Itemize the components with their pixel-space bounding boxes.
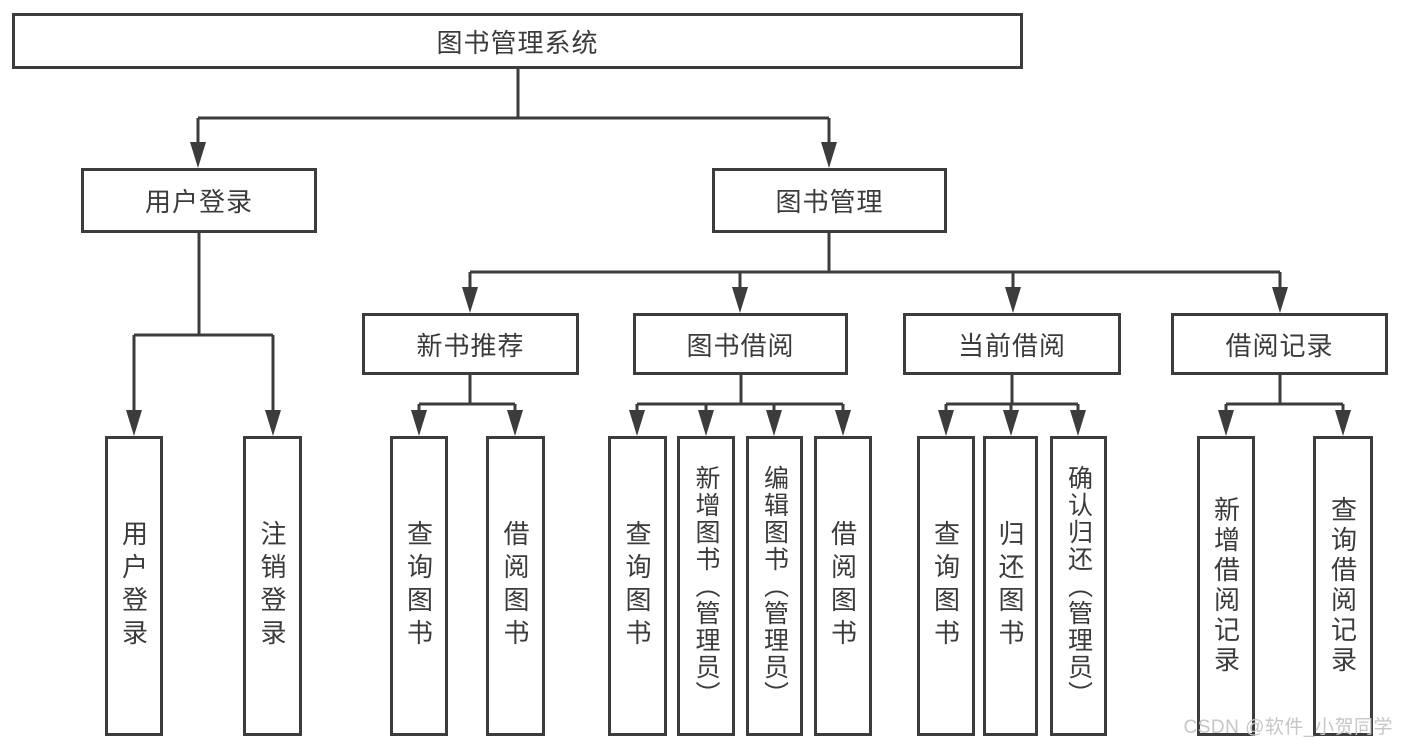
leaf-edit-book-admin: 编辑图书（管理员） (746, 436, 803, 736)
leaf-label: 用户登录 (118, 520, 149, 652)
connector-borrow-record-group (1224, 375, 1345, 418)
leaf-label: 借阅图书 (500, 520, 530, 652)
leaf-query-books-recommend: 查询图书 (390, 436, 448, 736)
arrowheads (126, 142, 1351, 436)
leaf-add-borrow-record: 新增借阅记录 (1197, 436, 1255, 736)
leaf-label: 注销登录 (257, 520, 287, 652)
node-book-borrowing: 图书借阅 (633, 313, 848, 375)
leaf-label: 新增借阅记录 (1210, 496, 1241, 676)
leaf-query-borrow-record: 查询借阅记录 (1313, 436, 1373, 736)
node-new-book-recommend: 新书推荐 (362, 313, 579, 375)
root-node-library-management-system: 图书管理系统 (12, 13, 1023, 69)
node-borrowing-records: 借阅记录 (1171, 313, 1388, 375)
leaf-label: 新增图书（管理员） (692, 464, 720, 708)
node-label: 图书借阅 (686, 330, 795, 361)
leaf-query-books-borrowing: 查询图书 (608, 436, 667, 736)
node-label: 图书管理 (775, 187, 884, 217)
leaf-logout: 注销登录 (243, 436, 302, 736)
leaf-return-book: 归还图书 (983, 436, 1038, 736)
node-current-borrowing: 当前借阅 (903, 313, 1121, 375)
leaf-label: 借阅图书 (827, 520, 858, 652)
node-user-login: 用户登录 (81, 168, 317, 233)
leaf-label: 查询图书 (622, 520, 652, 652)
node-label: 用户登录 (144, 187, 253, 217)
node-book-management: 图书管理 (712, 168, 947, 233)
connector-user-login-group (132, 233, 275, 418)
leaf-borrow-books-recommend: 借阅图书 (486, 436, 545, 736)
node-label: 借阅记录 (1225, 330, 1334, 361)
csdn-watermark: CSDN @软件_小贺同学 (1183, 717, 1393, 738)
connector-book-mgmt-group (468, 233, 1282, 295)
leaf-label: 归还图书 (995, 520, 1025, 652)
connector-root-to-level2 (196, 69, 831, 150)
leaf-label: 查询图书 (930, 520, 961, 652)
leaf-label: 查询借阅记录 (1327, 496, 1358, 676)
leaf-label: 确认归还（管理员） (1064, 464, 1093, 708)
leaf-confirm-return-admin: 确认归还（管理员） (1050, 436, 1107, 736)
leaf-user-login: 用户登录 (105, 436, 163, 736)
connector-new-book-group (417, 375, 517, 418)
leaf-borrow-books-borrowing: 借阅图书 (814, 436, 872, 736)
leaf-label: 查询图书 (403, 520, 434, 652)
leaf-label: 编辑图书（管理员） (760, 464, 789, 708)
leaf-query-books-current: 查询图书 (917, 436, 975, 736)
node-label: 新书推荐 (416, 330, 525, 361)
leaf-add-book-admin: 新增图书（管理员） (677, 436, 735, 736)
node-label: 当前借阅 (957, 330, 1066, 361)
root-node-label: 图书管理系统 (436, 27, 599, 58)
connector-book-borrow-group (635, 375, 845, 418)
